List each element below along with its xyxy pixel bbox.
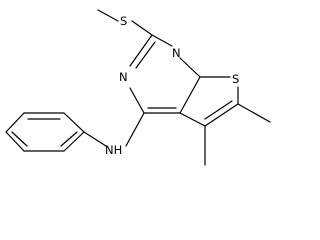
atom-label-s-methylthio: S <box>120 14 127 28</box>
bond-c5-c4a <box>179 112 206 127</box>
bond-nh-phenyl <box>83 131 107 147</box>
bond-ph-inner-3 <box>60 131 78 147</box>
bond-n1-c2 <box>129 34 153 67</box>
bond-c7a-c4a <box>179 76 201 114</box>
bond-methyl-s <box>97 9 119 22</box>
bond-c6-c5 <box>204 103 239 127</box>
atom-label-nh: NH <box>105 143 122 157</box>
bond-ph-3 <box>5 112 25 133</box>
bond-n3-c7a <box>179 57 201 78</box>
atom-label-n-top: N <box>172 46 181 60</box>
bond-n1-c2-inner <box>135 41 156 69</box>
bond-c6-c5-inner <box>204 100 233 120</box>
bond-s-c2 <box>131 20 153 36</box>
bond-c4-nh <box>125 112 145 147</box>
bond-c4-n1 <box>129 87 145 114</box>
chemical-structure: S N N S NH <box>5 9 271 166</box>
bond-ph-4 <box>5 131 25 152</box>
atom-label-n-left: N <box>119 70 128 84</box>
bond-ph-inner-2 <box>11 131 28 147</box>
bond-c2-n3 <box>151 34 173 47</box>
bond-c6-methyl <box>237 103 271 123</box>
bond-ph-1 <box>63 112 85 133</box>
structure-canvas: S N N S NH <box>5 9 271 166</box>
atom-label-s-thiophene: S <box>232 72 239 86</box>
bond-ph-6 <box>63 131 85 152</box>
